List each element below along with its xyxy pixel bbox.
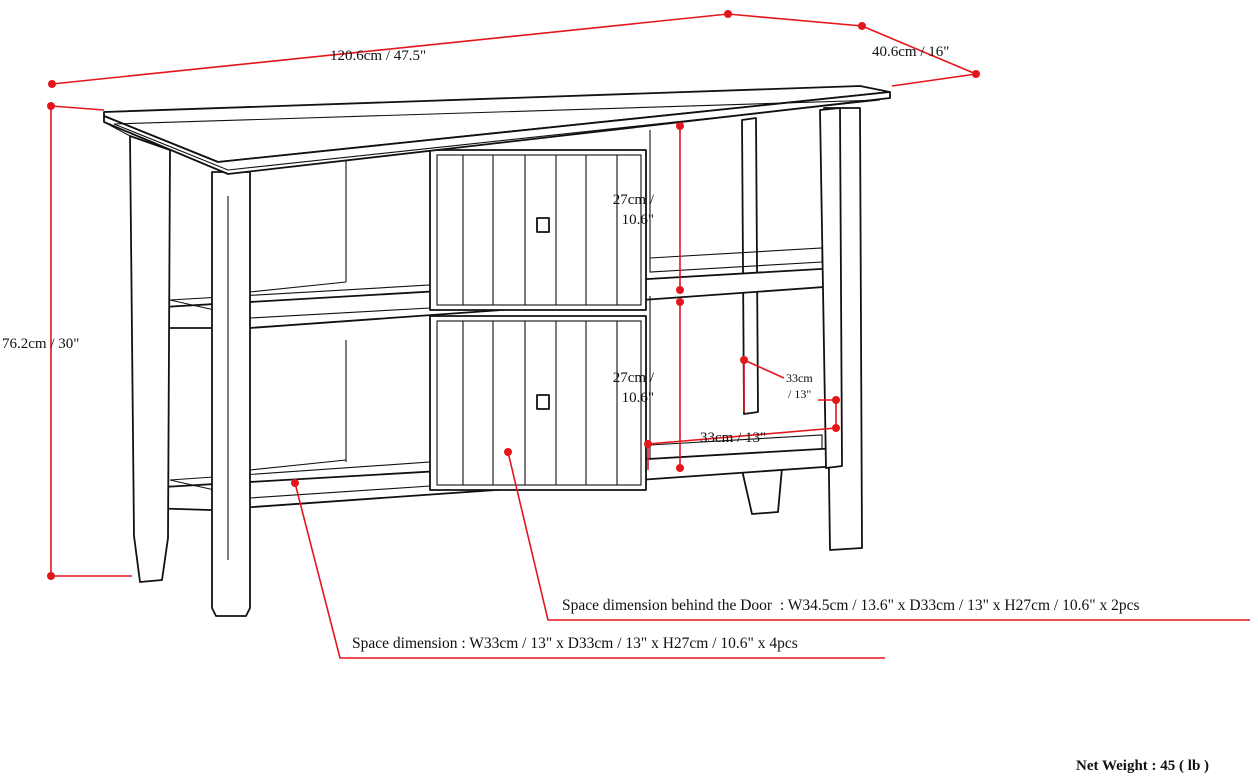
dimension-lines [47,10,1250,659]
console-table-drawing [103,85,891,617]
width-label: 120.6cm / 47.5" [330,48,426,64]
behind-door-note: Space dimension behind the Door : W34.5c… [562,597,1139,614]
upper-door-height-label-1: 27cm / [613,192,655,208]
side-depth-label-1: 33cm [786,371,813,385]
depth-label: 40.6cm / 16" [872,44,949,60]
space-notes: Space dimension behind the Door : W34.5c… [352,597,1209,774]
net-weight-label: Net Weight : 45 ( lb ) [1076,758,1209,774]
side-depth-label-2: / 13" [788,387,811,401]
shelf-width-label: 33cm / 13" [700,430,766,446]
height-label: 76.2cm / 30" [2,336,79,352]
lower-door-height-label-1: 27cm / [613,370,655,386]
upper-door-height-label-2: 10.6" [622,212,654,228]
lower-door-height-label-2: 10.6" [622,390,654,406]
dimension-labels: 120.6cm / 47.5" 40.6cm / 16" 76.2cm / 30… [2,44,949,446]
open-space-note: Space dimension : W33cm / 13" x D33cm / … [352,635,798,652]
